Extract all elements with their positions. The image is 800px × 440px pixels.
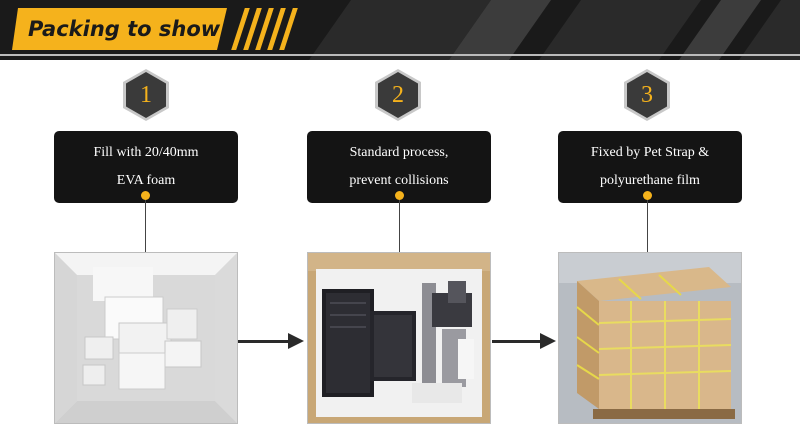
step-1-number: 1 [126, 72, 166, 118]
step-3-number: 3 [627, 72, 667, 118]
step-3-connector-line [647, 200, 648, 252]
decorative-stripes [231, 8, 302, 50]
step-3-label-line-2: polyurethane film [600, 173, 700, 188]
step-2-connector-dot [395, 191, 404, 200]
banner-divider [0, 54, 800, 56]
step-2-connector-line [399, 200, 400, 252]
arrow-1-shaft [238, 340, 290, 343]
step-1-photo [54, 252, 238, 424]
step-2-photo [307, 252, 491, 424]
step-3-label-line-1: Fixed by Pet Strap & [590, 145, 710, 160]
step-3-number-badge: 3 [624, 69, 670, 121]
white-foam-box-photo [55, 253, 237, 423]
step-2-number-badge: 2 [375, 69, 421, 121]
step-2-label-line-1: Standard process, [349, 145, 449, 160]
step-1-number-badge: 1 [123, 69, 169, 121]
step-2-number: 2 [378, 72, 418, 118]
machine-in-box-photo [308, 253, 490, 423]
step-3-connector-dot [643, 191, 652, 200]
step-1-connector-line [145, 200, 146, 252]
step-3-label: Fixed by Pet Strap & polyurethane film [558, 131, 742, 203]
arrow-2-shaft [492, 340, 542, 343]
step-1-connector-dot [141, 191, 150, 200]
page-title: Packing to show [28, 17, 221, 41]
title-tab [12, 8, 227, 50]
step-2-label-line-2: prevent collisions [349, 173, 449, 188]
wrapped-crate-photo [559, 253, 741, 423]
step-3-photo [558, 252, 742, 424]
arrow-1-head-icon [288, 333, 304, 349]
step-1-label-line-2: EVA foam [116, 173, 176, 188]
arrow-2-head-icon [540, 333, 556, 349]
step-1-label-line-1: Fill with 20/40mm [93, 145, 199, 160]
